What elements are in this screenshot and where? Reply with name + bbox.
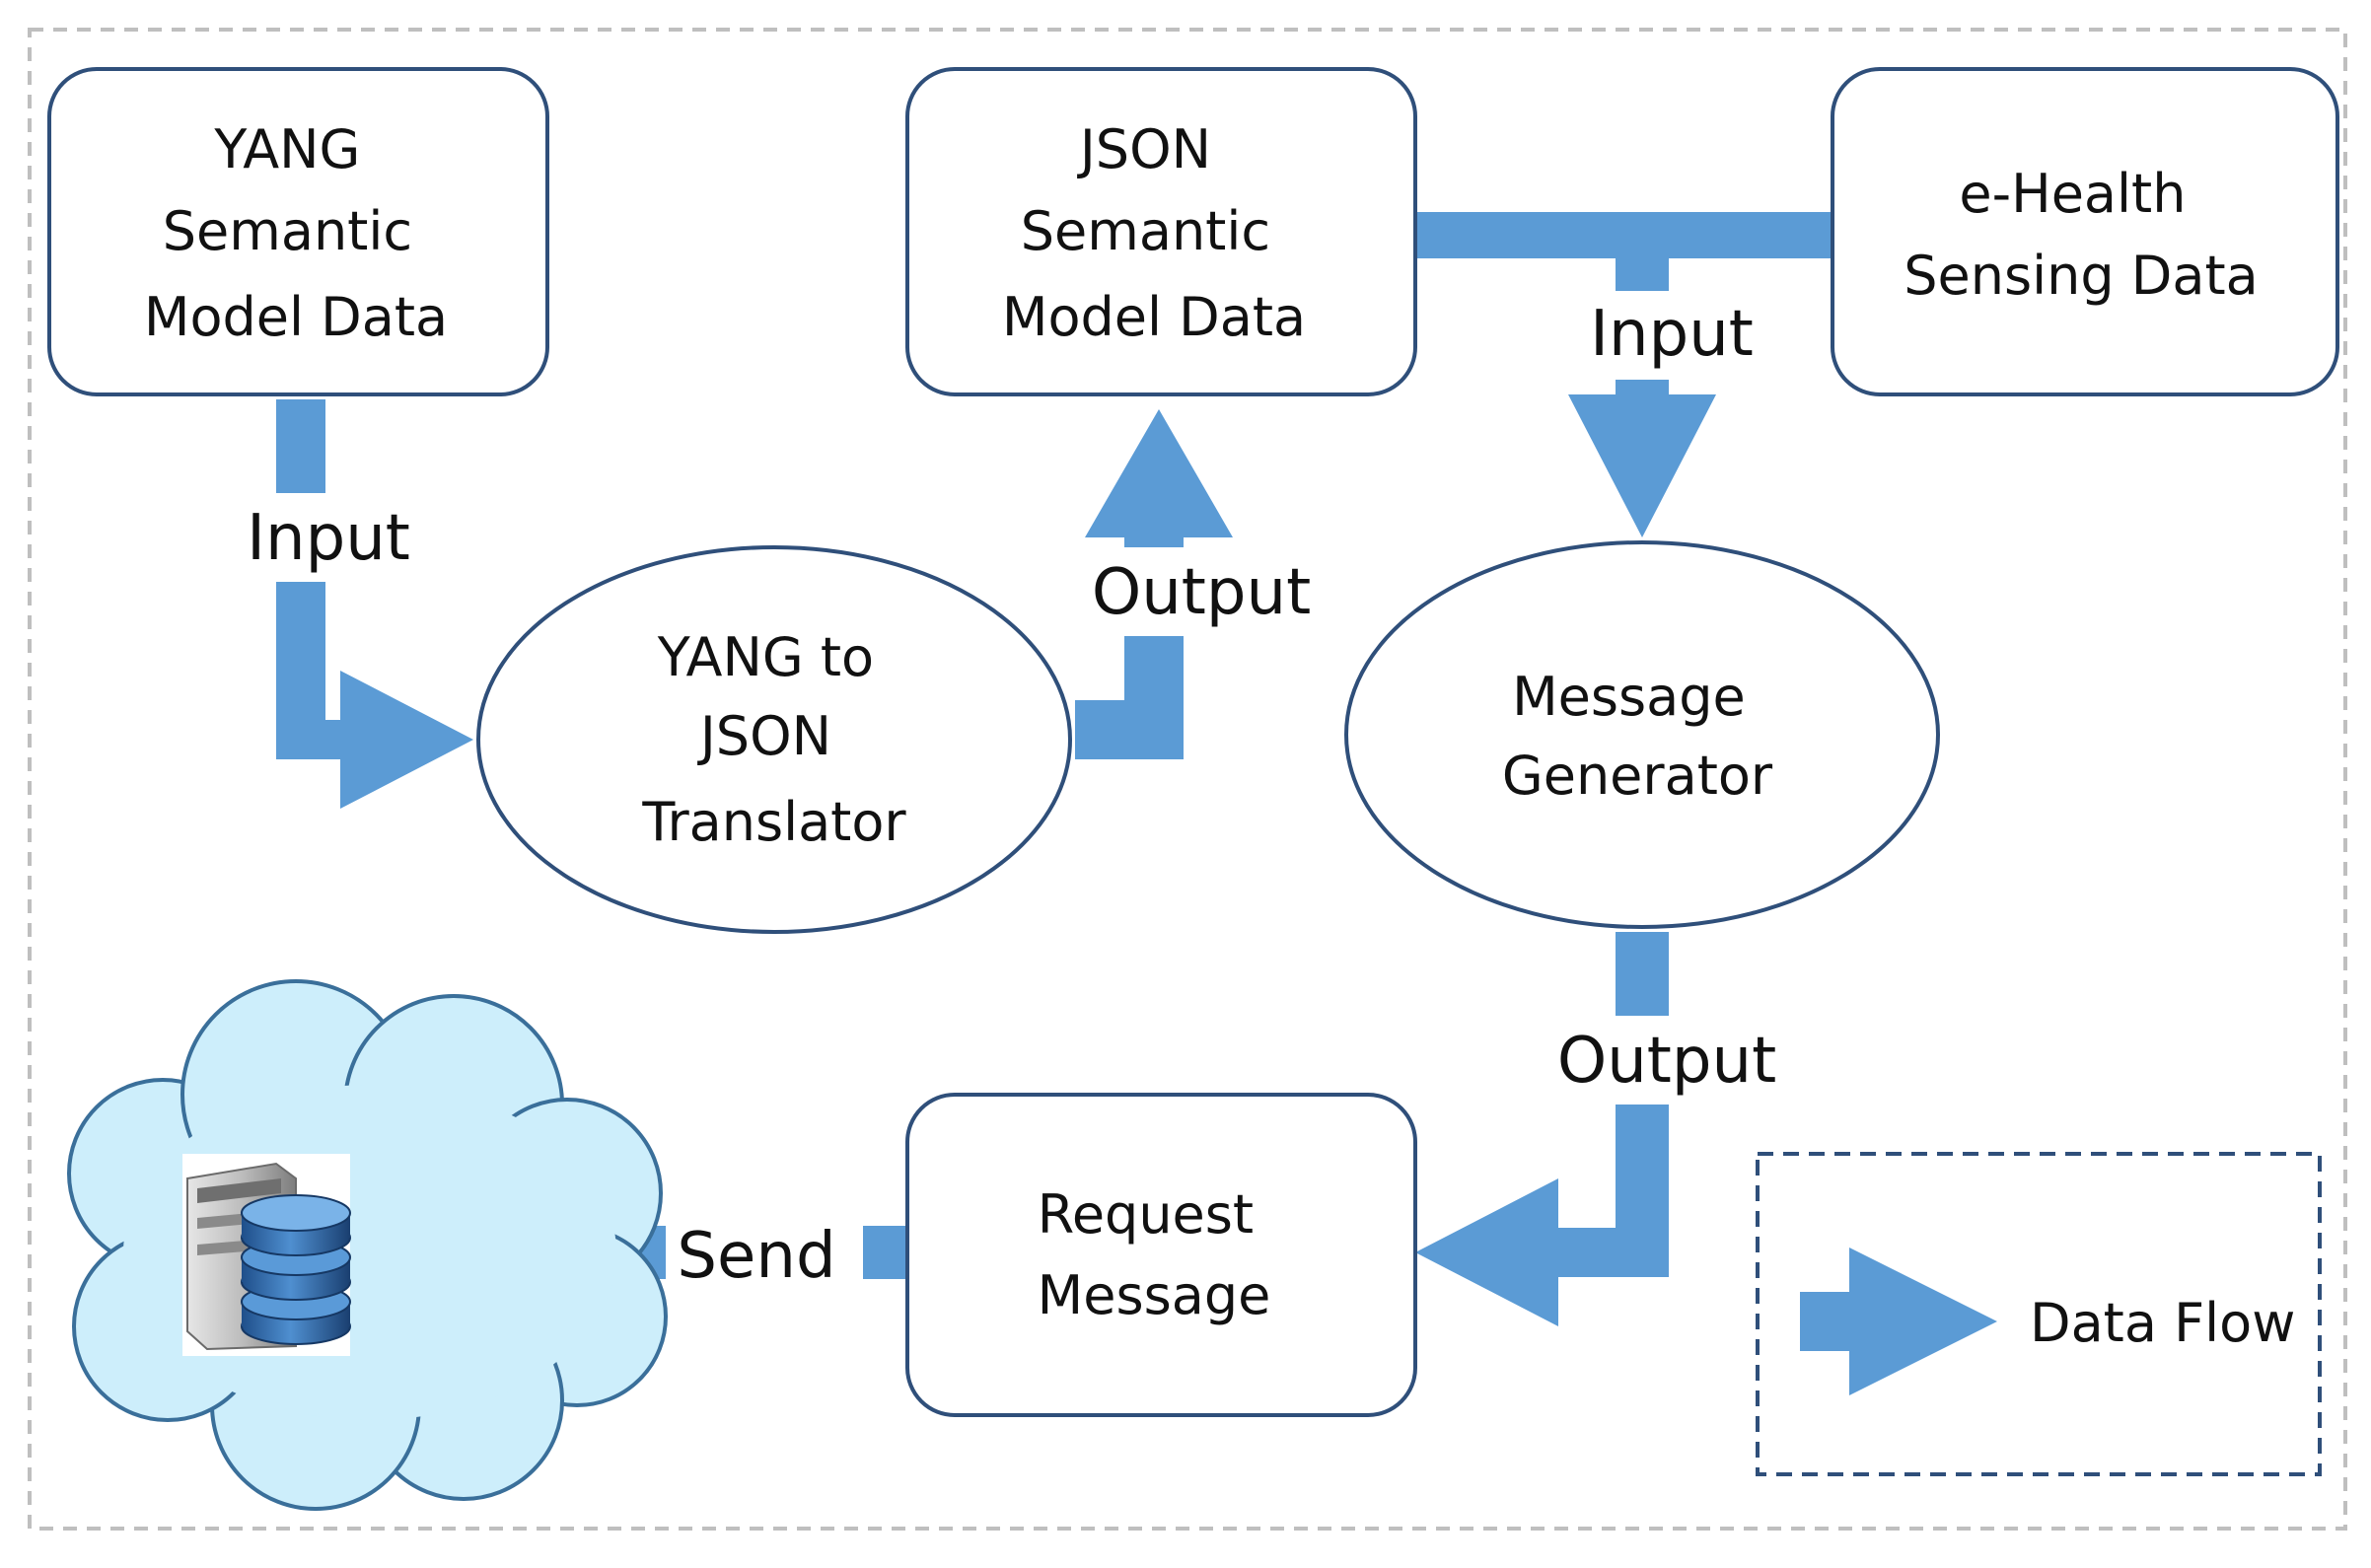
svg-text:Message Generator: Message Generator bbox=[1502, 666, 1773, 807]
svg-text:JSON Semantic Mode: JSON Semantic Model Data bbox=[1002, 118, 1306, 348]
node-line: Translator bbox=[641, 791, 906, 853]
label-bg bbox=[666, 1211, 863, 1298]
node-line: JSON bbox=[697, 705, 831, 767]
node-line: JSON bbox=[1077, 118, 1211, 180]
database-server-icon bbox=[182, 1154, 351, 1356]
node-line: e-Health bbox=[1959, 163, 2186, 225]
label-bg bbox=[1573, 291, 1770, 380]
label-bg bbox=[232, 493, 429, 582]
legend-label: Data Flow bbox=[2030, 1292, 2295, 1354]
node-line: Model Data bbox=[144, 286, 448, 348]
node-line: Request bbox=[1038, 1183, 1254, 1246]
node-line: Sensing Data bbox=[1904, 245, 2258, 307]
flow-label-input-1: Input bbox=[247, 502, 410, 575]
flow-label-input-2: Input bbox=[1590, 298, 1754, 371]
svg-text:e-Health Sensing Data: e-Health Sensing Data bbox=[1904, 163, 2258, 307]
node-line: YANG to bbox=[657, 626, 874, 688]
svg-text:YANG to JSON Trans: YANG to JSON Translator bbox=[641, 626, 906, 853]
node-line: Semantic bbox=[1021, 200, 1270, 262]
arrow-yang-to-translator bbox=[276, 399, 473, 809]
svg-text:Request Message: Request Message bbox=[1038, 1183, 1271, 1326]
svg-text:YANG Semantic Mode: YANG Semantic Model Data bbox=[144, 118, 448, 348]
flow-label-output-2: Output bbox=[1557, 1025, 1776, 1098]
label-bg bbox=[1539, 1016, 1795, 1105]
node-line: Message bbox=[1038, 1264, 1271, 1326]
node-json-semantic-model-data: JSON Semantic Model Data bbox=[905, 67, 1417, 396]
cloud bbox=[67, 979, 668, 1511]
flow-label-send: Send bbox=[677, 1220, 835, 1293]
legend: Data Flow bbox=[1756, 1152, 2322, 1476]
node-line: Model Data bbox=[1002, 286, 1306, 348]
node-yang-semantic-model-data: YANG Semantic Model Data bbox=[47, 67, 549, 396]
node-line: Semantic bbox=[163, 200, 412, 262]
flow-label-output-1: Output bbox=[1092, 556, 1311, 629]
node-line: Generator bbox=[1502, 745, 1773, 807]
label-bg bbox=[1075, 547, 1322, 636]
diagram-frame bbox=[28, 28, 2347, 1531]
arrow-generator-to-request bbox=[1415, 932, 1669, 1326]
legend-arrow-icon bbox=[1800, 1247, 1997, 1395]
node-ehealth-sensing-data: e-Health Sensing Data bbox=[1831, 67, 2339, 396]
node-yang-to-json-translator: YANG to JSON Translator bbox=[476, 545, 1072, 934]
node-message-generator: Message Generator bbox=[1344, 540, 1940, 929]
node-line: YANG bbox=[213, 118, 360, 180]
node-line: Message bbox=[1512, 666, 1746, 728]
node-request-message: Request Message bbox=[905, 1093, 1417, 1417]
